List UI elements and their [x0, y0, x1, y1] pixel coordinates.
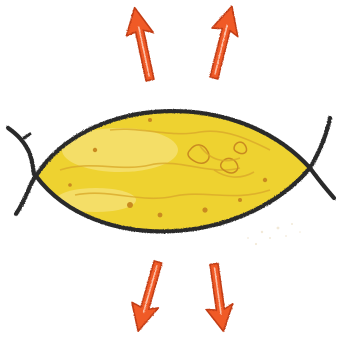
stretch-lens-illustration — [0, 0, 341, 339]
